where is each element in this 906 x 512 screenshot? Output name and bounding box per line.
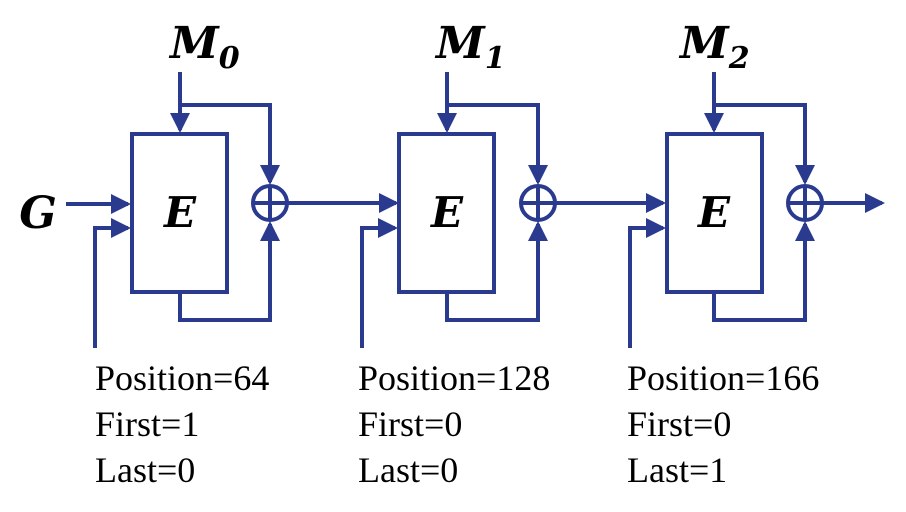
- cipher-output-wire-1: [445, 221, 548, 322]
- cipher-block-2: [665, 132, 764, 294]
- cipher-block-0: [130, 132, 229, 294]
- message-subscript-0: 0: [219, 41, 240, 76]
- stage-1: M1 E Position=128 First=0 Last=0: [358, 18, 557, 490]
- cipher-block-label-1: E: [430, 188, 464, 237]
- message-subscript-2: 2: [728, 41, 750, 76]
- param-last-2: Last=1: [627, 450, 727, 490]
- message-feedforward-wire-0: [180, 103, 280, 185]
- message-subscript-1: 1: [485, 41, 506, 76]
- cipher-output-wire-2: [712, 221, 815, 322]
- xor-cross-2: [788, 186, 822, 220]
- param-wire-1: [360, 218, 398, 348]
- input-label-g: G: [19, 188, 57, 239]
- param-position-0: Position=64: [95, 358, 269, 398]
- param-first-0: First=1: [95, 404, 199, 444]
- cipher-output-wire-0: [178, 221, 280, 322]
- message-feedforward-wire-1: [447, 103, 548, 185]
- param-wire-2: [628, 218, 666, 348]
- param-position-2: Position=166: [627, 358, 819, 398]
- message-label-0: M0: [168, 18, 240, 76]
- xor-cross-1: [521, 186, 555, 220]
- param-first-1: First=0: [358, 404, 462, 444]
- param-first-2: First=0: [627, 404, 731, 444]
- param-wire-0: [93, 218, 131, 348]
- param-last-1: Last=0: [358, 450, 458, 490]
- xor-cross-0: [253, 186, 287, 220]
- stage-0: M0 E Position=64 First=1 Last=0: [93, 18, 289, 490]
- message-feedforward-wire-2: [714, 103, 815, 185]
- message-label-2: M2: [678, 18, 750, 76]
- param-position-1: Position=128: [358, 358, 550, 398]
- param-last-0: Last=0: [95, 450, 195, 490]
- cipher-block-label-0: E: [163, 188, 197, 237]
- cipher-block-1: [397, 132, 496, 294]
- message-label-1: M1: [434, 18, 506, 76]
- cipher-block-label-2: E: [697, 188, 731, 237]
- stage-2: M2 E Position=166 First=0 Last=1: [627, 18, 824, 490]
